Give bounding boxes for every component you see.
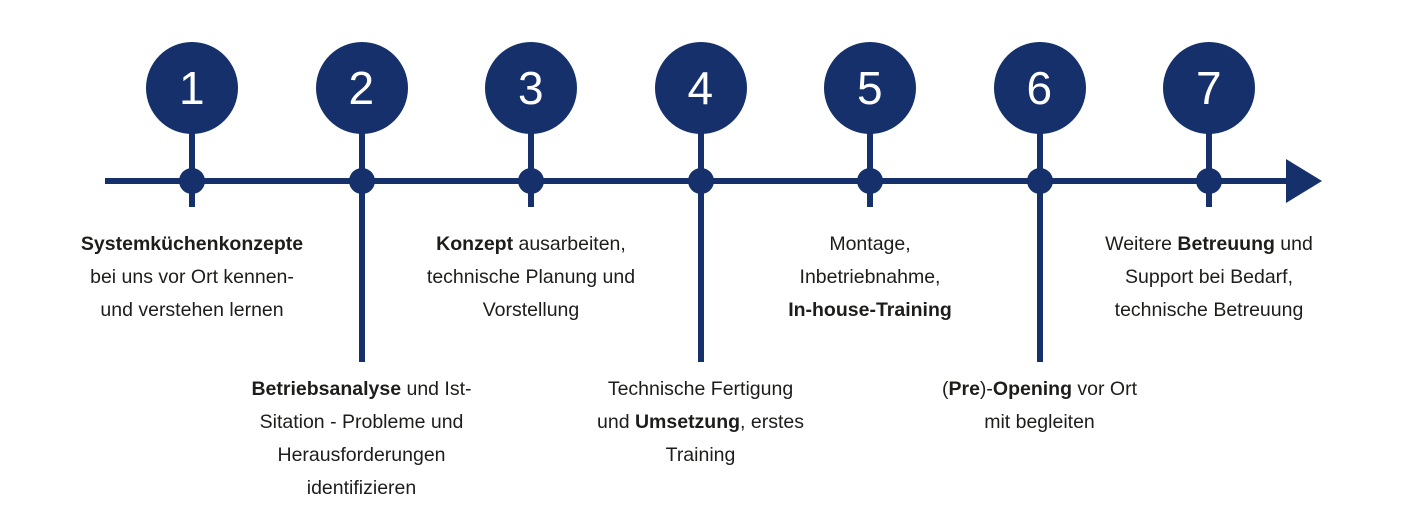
caption-line: Support bei Bedarf, <box>1059 261 1359 294</box>
caption-text: Training <box>665 444 736 466</box>
caption-text: und <box>1274 233 1313 255</box>
step-number-badge: 3 <box>485 42 577 134</box>
step-number-badge: 4 <box>654 42 747 134</box>
step-connector-lower <box>697 181 704 362</box>
step-connector-upper <box>189 132 195 182</box>
step-number-badge: 6 <box>993 42 1086 134</box>
caption-emphasis: In-house-Training <box>788 299 952 321</box>
caption-text: bei uns vor Ort kennen- <box>90 266 294 288</box>
caption-line: Sitation - Probleme und <box>212 406 512 439</box>
caption-emphasis: Opening <box>992 378 1072 400</box>
caption-line: Inbetriebnahme, <box>720 261 1020 294</box>
step-connector-upper <box>1036 132 1043 182</box>
step-caption: Konzept ausarbeiten, technische Planung u… <box>381 228 681 327</box>
caption-text: Herausforderungen <box>277 444 446 466</box>
caption-text: vor Ort <box>1072 378 1138 400</box>
step-connector-lower <box>867 181 873 207</box>
caption-line: Konzept ausarbeiten, <box>381 228 681 261</box>
caption-line: Weitere Betreuung und <box>1059 228 1359 261</box>
caption-line: Montage, <box>720 228 1020 261</box>
caption-text: Vorstellung <box>482 299 580 321</box>
caption-text: und verstehen lernen <box>100 299 284 321</box>
caption-emphasis: Konzept <box>436 233 514 255</box>
caption-emphasis: Betreuung <box>1177 233 1275 255</box>
step-connector-lower <box>1206 181 1212 207</box>
caption-text: ( <box>941 378 949 400</box>
caption-line: technische Planung und <box>381 261 681 294</box>
step-connector-upper <box>358 132 365 182</box>
step-connector-lower <box>528 181 534 207</box>
step-connector-lower <box>358 181 365 362</box>
caption-text: Weitere <box>1105 233 1178 255</box>
step-node-dot <box>857 168 883 194</box>
caption-emphasis: Umsetzung <box>634 411 741 433</box>
caption-line: mit begleiten <box>890 406 1190 439</box>
step-number-badge: 7 <box>1163 42 1255 134</box>
caption-line: (Pre)-Opening vor Ort <box>890 373 1190 406</box>
caption-text: Technische Fertigung <box>607 378 794 400</box>
step-caption: Systemküchenkonzepte bei uns vor Ort kenn… <box>42 228 342 327</box>
step-node-dot <box>1026 168 1053 194</box>
arrow-right-icon <box>1286 159 1322 203</box>
step-connector-upper <box>528 132 534 182</box>
step-caption: Technische Fertigung und Umsetzung, erste… <box>551 373 851 472</box>
step-caption: Betriebsanalyse und Ist- Sitation - Probl… <box>212 373 512 505</box>
caption-text: , erstes <box>740 411 804 433</box>
step-number-badge: 5 <box>824 42 916 134</box>
caption-emphasis: Betriebsanalyse <box>251 378 402 400</box>
caption-line: Vorstellung <box>381 294 681 327</box>
caption-text: und Ist- <box>401 378 472 400</box>
caption-line: und verstehen lernen <box>42 294 342 327</box>
caption-line: In-house-Training <box>720 294 1020 327</box>
caption-line: Systemküchenkonzepte <box>42 228 342 261</box>
caption-line: technische Betreuung <box>1059 294 1359 327</box>
caption-line: Herausforderungen <box>212 439 512 472</box>
caption-emphasis: Systemküchenkonzepte <box>80 233 304 255</box>
caption-emphasis: Pre <box>948 378 980 400</box>
caption-text: identifizieren <box>306 477 417 499</box>
caption-text: technische Planung und <box>426 266 636 288</box>
step-caption: (Pre)-Opening vor Ort mit begleiten <box>890 373 1190 439</box>
step-number-badge: 1 <box>146 42 238 134</box>
caption-text: Sitation - Probleme und <box>259 411 464 433</box>
caption-text: ausarbeiten, <box>513 233 626 255</box>
caption-line: Training <box>551 439 851 472</box>
caption-line: Betriebsanalyse und Ist- <box>212 373 512 406</box>
step-number-badge: 2 <box>315 42 408 134</box>
step-node-dot <box>179 168 205 194</box>
caption-line: bei uns vor Ort kennen- <box>42 261 342 294</box>
step-node-dot <box>1196 168 1222 194</box>
caption-text: und <box>597 411 635 433</box>
step-node-dot <box>518 168 544 194</box>
step-connector-lower <box>1036 181 1043 362</box>
step-node-dot <box>687 168 714 194</box>
caption-line: identifizieren <box>212 472 512 505</box>
caption-text: Support bei Bedarf, <box>1124 266 1294 288</box>
caption-line: und Umsetzung, erstes <box>551 406 851 439</box>
caption-text: )- <box>979 378 993 400</box>
caption-line: Technische Fertigung <box>551 373 851 406</box>
caption-text: mit begleiten <box>984 411 1095 433</box>
step-connector-upper <box>1206 132 1212 182</box>
caption-text: Montage, <box>829 233 911 255</box>
step-connector-upper <box>697 132 704 182</box>
caption-text: Inbetriebnahme, <box>799 266 941 288</box>
caption-text: technische Betreuung <box>1114 299 1304 321</box>
step-caption: Montage, Inbetriebnahme, In-house-Training <box>720 228 1020 327</box>
step-connector-lower <box>189 181 195 207</box>
step-connector-upper <box>867 132 873 182</box>
step-node-dot <box>348 168 375 194</box>
